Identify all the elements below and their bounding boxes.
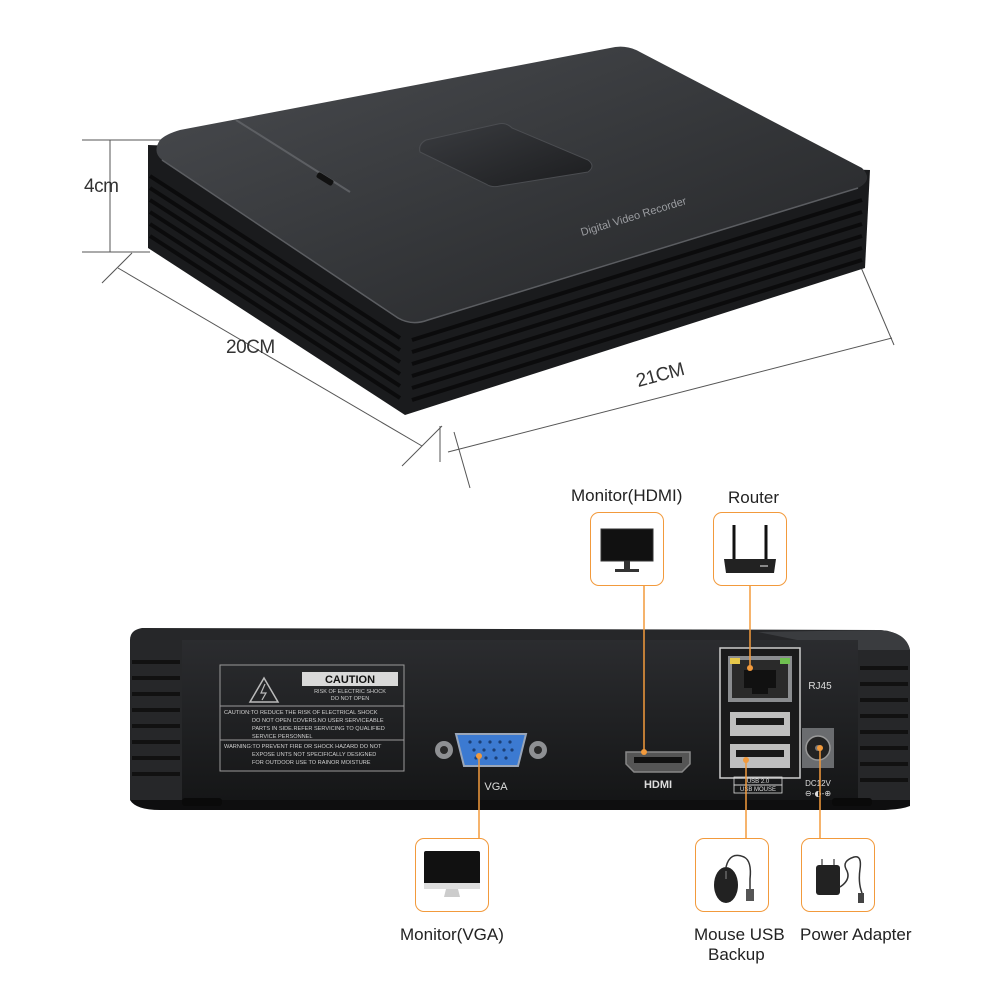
back-right-vents xyxy=(860,666,908,782)
caution-risk-1: RISK OF ELECTRIC SHOCK xyxy=(314,689,386,695)
monitor-vga-box xyxy=(415,838,489,912)
caution-text-block: CAUTION:TO REDUCE THE RISK OF ELECTRICAL… xyxy=(224,710,385,740)
rj45-label: RJ45 xyxy=(808,681,832,692)
imac-icon xyxy=(424,851,480,897)
side-vents xyxy=(148,174,863,402)
mouse-usb-box xyxy=(695,838,769,912)
monitor-hdmi-box xyxy=(590,512,664,586)
monitor-hdmi-label: Monitor(HDMI) xyxy=(571,486,683,505)
caution-text-line: PARTS IN SIDE.REFER SERVICING TO QUALIFI… xyxy=(252,726,385,732)
caution-risk-2: DO NOT OPEN xyxy=(331,696,369,702)
mouse-usb-label: Mouse USB xyxy=(694,925,785,944)
backup-label: Backup xyxy=(708,945,765,964)
caution-text-line: CAUTION:TO REDUCE THE RISK OF ELECTRICAL… xyxy=(224,710,378,716)
dvr-top-view: Digital Video Recorder xyxy=(148,46,870,415)
caution-sticker: CAUTION RISK OF ELECTRIC SHOCK DO NOT OP… xyxy=(219,664,405,772)
dimension-lines xyxy=(82,139,895,489)
warning-text-line: EXPOSE UNTS NOT SPECIFICALLY DESIGNED xyxy=(252,752,376,758)
warning-text-line: WARNING:TO PREVENT FIRE OR SHOCK HAZARD … xyxy=(224,744,382,750)
rj45-usb-module: USB 2.0 USB MOUSE xyxy=(719,647,801,794)
monitor-vga-label: Monitor(VGA) xyxy=(400,925,504,944)
dc-label: DC12V xyxy=(805,779,831,788)
connection-points xyxy=(476,665,823,763)
vga-port: VGA xyxy=(435,733,547,793)
caution-text-line: SERVICE PERSONNEL xyxy=(252,734,313,740)
caution-text-line: DO NOT OPEN COVERS.NO USER SERVICEABLE xyxy=(252,718,384,724)
depth-label: 20CM xyxy=(226,337,275,358)
hdmi-label: HDMI xyxy=(644,779,672,791)
router-label: Router xyxy=(728,488,780,507)
back-left-vents xyxy=(132,660,180,776)
caution-title: CAUTION xyxy=(325,674,375,686)
power-button xyxy=(419,123,593,188)
monitor-icon xyxy=(600,528,654,572)
usb-label-1: USB 2.0 xyxy=(747,779,770,785)
dvr-back-view: CAUTION RISK OF ELECTRIC SHOCK DO NOT OP… xyxy=(130,628,910,810)
power-adapter-icon xyxy=(816,856,864,903)
hdmi-port: HDMI xyxy=(625,751,691,791)
connection-lines xyxy=(478,585,821,838)
router-icon xyxy=(724,525,776,573)
vga-label: VGA xyxy=(484,781,508,793)
power-adapter-label: Power Adapter xyxy=(800,925,912,944)
warning-text-block: WARNING:TO PREVENT FIRE OR SHOCK HAZARD … xyxy=(224,744,382,766)
usb-label-2: USB MOUSE xyxy=(740,787,776,793)
status-led xyxy=(316,172,334,186)
router-box xyxy=(713,512,787,586)
dc-jack: DC12V ⊖-◐-⊕ xyxy=(802,728,834,798)
warning-text-line: FOR OUTDOOR USE TO RAINOR MOISTURE xyxy=(252,760,371,766)
height-label: 4cm xyxy=(84,176,119,197)
mouse-icon xyxy=(714,854,754,903)
svg-text:⊖-◐-⊕: ⊖-◐-⊕ xyxy=(805,789,831,798)
power-adapter-box xyxy=(801,838,875,912)
